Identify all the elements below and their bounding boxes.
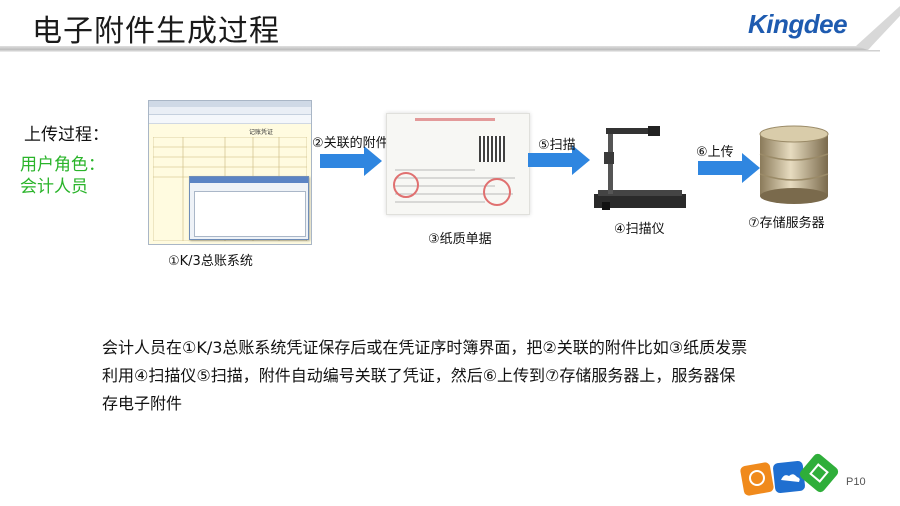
arrow-right-icon (320, 146, 382, 176)
role-label: 用户角色： 会计人员 (20, 154, 105, 198)
step-5-label: ⑤扫描 (538, 138, 576, 153)
attachment-dialog (189, 176, 309, 240)
description: 会计人员在①K/3总账系统凭证保存后或在凭证序时簿界面，把②关联的附件比如③纸质… (102, 334, 842, 418)
dialog-titlebar (190, 177, 308, 183)
k3-ledger-screenshot: 记账凭证 (148, 100, 312, 245)
kingdee-logo: Kingdee (748, 9, 848, 39)
header: 电子附件生成过程 Kingdee (0, 0, 900, 56)
header-divider (0, 46, 880, 52)
dialog-body (194, 191, 306, 237)
process-label: 上传过程： (24, 125, 109, 145)
arrow-right-icon (528, 145, 590, 175)
description-line-3: 存电子附件 (102, 394, 183, 413)
red-seal-icon (483, 178, 511, 206)
paper-caption: ③纸质单据 (428, 232, 492, 247)
step-2-label: ②关联的附件 (312, 136, 389, 151)
page-number: P10 (846, 476, 866, 488)
scanner-caption: ④扫描仪 (614, 222, 665, 237)
voucher-title: 记账凭证 (249, 129, 274, 136)
qr-code-icon (479, 136, 505, 162)
page-title: 电子附件生成过程 (32, 14, 280, 49)
role-line-1: 用户角色： (20, 155, 105, 175)
red-stamp-icon (393, 172, 419, 198)
description-line-2: 利用④扫描仪⑤扫描，附件自动编号关联了凭证，然后⑥上传到⑦存储服务器上，服务器保 (102, 366, 736, 385)
database-server-icon (759, 125, 829, 204)
kingdee-cube-icon (740, 453, 839, 496)
paper-invoice-image (386, 113, 530, 215)
server-caption: ⑦存储服务器 (748, 216, 825, 231)
screenshot-menubar (149, 107, 311, 115)
screenshot-toolbar (149, 115, 311, 124)
scanner-icon (594, 126, 686, 210)
role-line-2: 会计人员 (20, 177, 88, 197)
screenshot-titlebar (149, 101, 311, 107)
page-curl-icon (856, 6, 900, 50)
invoice-header-mark (415, 118, 495, 121)
description-line-1: 会计人员在①K/3总账系统凭证保存后或在凭证序时簿界面，把②关联的附件比如③纸质… (102, 338, 748, 357)
step-6-label: ⑥上传 (696, 145, 734, 160)
arrow-right-icon (698, 153, 760, 183)
software-caption: ①K/3总账系统 (168, 254, 253, 269)
